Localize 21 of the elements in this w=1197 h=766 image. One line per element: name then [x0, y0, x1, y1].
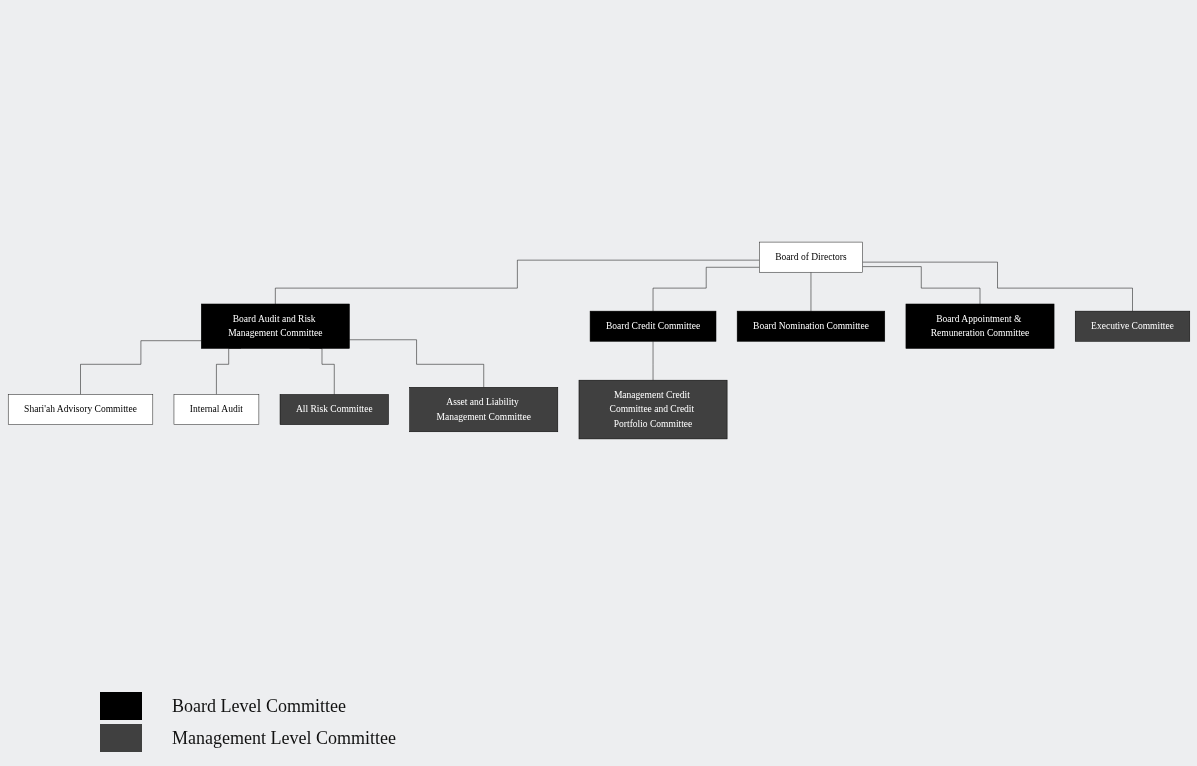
- node-box: Asset and Liability Management Committee: [408, 386, 558, 432]
- connector: [348, 339, 484, 388]
- node-box: Management Credit Committee and Credit Portfolio Committee: [578, 379, 727, 439]
- node-box: Board Appointment & Remuneration Committee: [905, 303, 1054, 349]
- node-box: Internal Audit: [173, 393, 259, 425]
- connector: [274, 259, 760, 304]
- node-box: Board Credit Committee: [589, 310, 716, 342]
- connector: [79, 339, 202, 395]
- connector: [652, 266, 760, 311]
- legend-label: Management Level Committee: [172, 727, 396, 749]
- node-box: Shari'ah Advisory Committee: [7, 393, 153, 425]
- connector: [861, 265, 980, 304]
- connector: [810, 271, 811, 311]
- node-box: Board Audit and Risk Management Committee: [200, 303, 350, 349]
- node-box: Executive Committee: [1074, 310, 1190, 342]
- connector: [652, 340, 653, 380]
- node-box: All Risk Committee: [279, 393, 389, 425]
- connector: [861, 261, 1133, 311]
- node-box: Board of Directors: [758, 241, 863, 272]
- legend-label: Board Level Committee: [172, 695, 346, 717]
- node-box: Board Nomination Committee: [736, 310, 885, 342]
